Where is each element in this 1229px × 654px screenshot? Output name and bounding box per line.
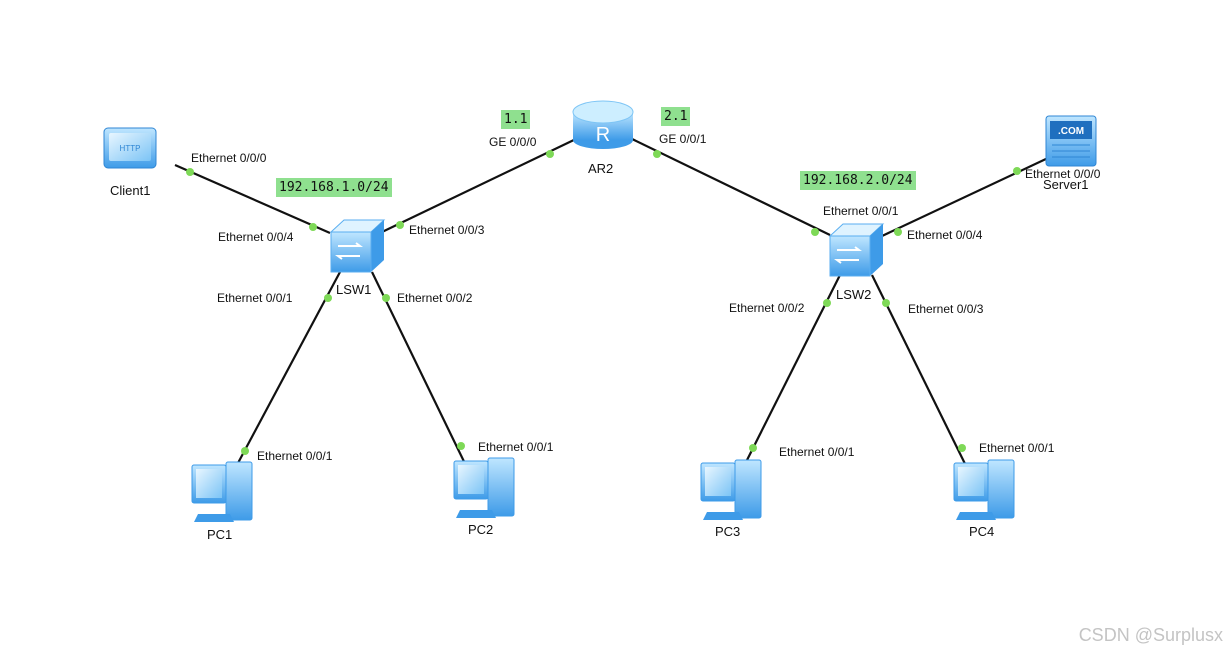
link-lsw1-pc2[interactable] xyxy=(371,271,473,479)
port-label-ar2-ge000: GE 0/0/0 xyxy=(489,135,537,149)
port-label-server1-e000: Ethernet 0/0/0 xyxy=(1025,167,1101,181)
device-label-client1: Client1 xyxy=(110,183,151,198)
port-label-lsw2-e004: Ethernet 0/0/4 xyxy=(907,228,983,242)
port-label-lsw2-e003: Ethernet 0/0/3 xyxy=(908,302,984,316)
port-dot-ar2-ge001 xyxy=(653,150,661,158)
device-label-pc4: PC4 xyxy=(969,524,995,539)
port-dot-server1 xyxy=(1013,167,1021,175)
port-dot-pc2 xyxy=(457,442,465,450)
port-dot-lsw1-e003 xyxy=(396,221,404,229)
port-dot-lsw1-e002 xyxy=(382,294,390,302)
port-label-lsw2-e001: Ethernet 0/0/1 xyxy=(823,204,899,218)
client-icon-text: HTTP xyxy=(120,144,141,153)
port-label-pc2-e001: Ethernet 0/0/1 xyxy=(478,440,554,454)
port-dot-lsw1-e001 xyxy=(324,294,332,302)
links xyxy=(174,137,1049,479)
port-dot-ar2-ge000 xyxy=(546,150,554,158)
switch-lsw1-icon[interactable] xyxy=(329,219,386,273)
router-icon-text: R xyxy=(596,124,610,146)
port-dot-client1 xyxy=(186,168,194,176)
server-com-icon[interactable]: .COM xyxy=(1045,115,1097,167)
client-http-icon[interactable]: HTTP xyxy=(103,127,157,169)
pc1-icon[interactable] xyxy=(191,461,253,522)
server-icon-text: .COM xyxy=(1058,126,1084,137)
link-client1-lsw1[interactable] xyxy=(174,163,331,235)
device-label-lsw1: LSW1 xyxy=(336,282,372,297)
port-label-lsw1-e001: Ethernet 0/0/1 xyxy=(217,291,293,305)
port-label-ar2-ge001: GE 0/0/1 xyxy=(659,132,707,146)
ar2-left-ip-label: 1.1 xyxy=(501,110,531,129)
network-label-right: 192.168.2.0/24 xyxy=(800,171,916,190)
device-label-lsw2: LSW2 xyxy=(836,287,872,302)
port-dot-lsw2-e003 xyxy=(882,299,890,307)
link-lsw1-pc1[interactable] xyxy=(229,271,341,479)
network-label-left: 192.168.1.0/24 xyxy=(276,178,392,197)
port-label-lsw2-e002: Ethernet 0/0/2 xyxy=(729,301,805,315)
port-label-pc3-e001: Ethernet 0/0/1 xyxy=(779,445,855,459)
port-dot-lsw2-e001 xyxy=(811,228,819,236)
port-dot-pc3 xyxy=(749,444,757,452)
port-dot-pc1 xyxy=(241,447,249,455)
device-label-pc1: PC1 xyxy=(207,527,233,542)
link-lsw1-ar2[interactable] xyxy=(381,137,579,233)
link-lsw2-pc3[interactable] xyxy=(737,274,841,479)
pc2-icon[interactable] xyxy=(453,457,515,518)
port-label-pc1-e001: Ethernet 0/0/1 xyxy=(257,449,333,463)
port-label-lsw1-e004: Ethernet 0/0/4 xyxy=(218,230,294,244)
pc4-icon[interactable] xyxy=(953,459,1015,520)
link-lsw2-server1[interactable] xyxy=(881,157,1049,237)
link-lsw2-pc4[interactable] xyxy=(871,274,973,479)
port-dot-lsw1-e004 xyxy=(309,223,317,231)
pc3-icon[interactable] xyxy=(700,459,762,520)
device-label-server1: Server1 xyxy=(1043,177,1089,192)
port-label-lsw1-e003: Ethernet 0/0/3 xyxy=(409,223,485,237)
port-dot-lsw2-e004 xyxy=(894,228,902,236)
port-dot-lsw2-e002 xyxy=(823,299,831,307)
port-dots xyxy=(186,150,1021,455)
port-label-lsw1-e002: Ethernet 0/0/2 xyxy=(397,291,473,305)
watermark: CSDN @Surplusx xyxy=(1078,625,1223,645)
device-label-pc2: PC2 xyxy=(468,522,494,537)
link-ar2-lsw2[interactable] xyxy=(629,137,831,236)
port-label-pc4-e001: Ethernet 0/0/1 xyxy=(979,441,1055,455)
ar2-right-ip-label: 2.1 xyxy=(661,107,691,126)
port-label-client1-e000: Ethernet 0/0/0 xyxy=(191,151,267,165)
switch-lsw2-icon[interactable] xyxy=(828,223,885,277)
device-label-ar2: AR2 xyxy=(588,161,614,176)
router-icon[interactable]: R xyxy=(572,100,634,149)
port-dot-pc4 xyxy=(958,444,966,452)
device-label-pc3: PC3 xyxy=(715,524,741,539)
